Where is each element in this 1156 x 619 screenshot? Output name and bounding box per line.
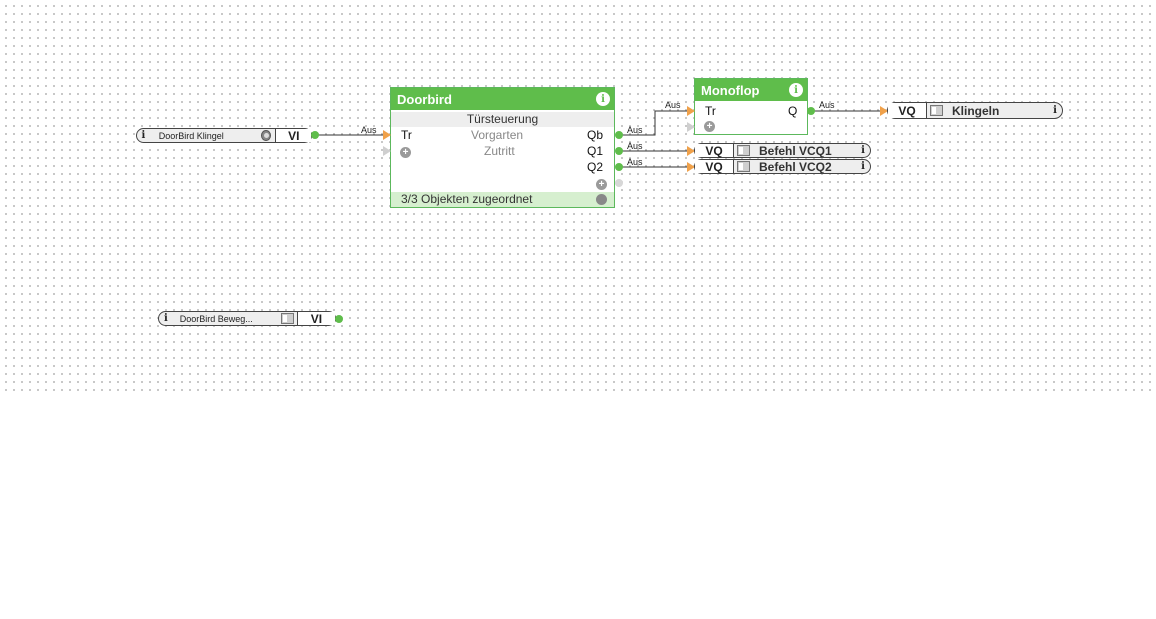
input-port[interactable] <box>880 106 888 116</box>
block-header[interactable]: Monoflop i <box>695 79 807 101</box>
wire-qb-to-monoflop <box>620 110 690 136</box>
info-icon[interactable]: i <box>861 161 865 172</box>
output-port-q[interactable] <box>807 107 815 115</box>
output-port-qb[interactable] <box>615 131 623 139</box>
output-port-q2[interactable] <box>615 163 623 171</box>
block-title: Monoflop <box>701 82 760 98</box>
output-klingeln[interactable]: VQ Klingeln i <box>887 102 1063 119</box>
output-type: VQ <box>888 103 927 118</box>
block-title: Doorbird <box>397 91 452 107</box>
output-label-q2: Q2 <box>587 160 604 174</box>
doorbird-block[interactable]: Doorbird i Türsteuerung Tr Vorgarten Zut… <box>390 87 615 208</box>
output-port-q1[interactable] <box>615 147 623 155</box>
wire-label: Aus <box>627 157 643 167</box>
input-doorbird-klingel[interactable]: i DoorBird Klingel VI <box>136 128 312 143</box>
output-label-q: Q <box>788 104 798 118</box>
add-output-icon[interactable]: + <box>596 179 607 190</box>
input-doorbird-bewegung[interactable]: i DoorBird Beweg... VI <box>158 311 336 326</box>
info-icon[interactable]: i <box>1053 105 1057 116</box>
info-icon[interactable]: i <box>596 92 610 106</box>
output-name: Befehl VCQ2 <box>759 160 832 173</box>
input-port-empty[interactable] <box>383 146 391 156</box>
input-label-tr: Tr <box>705 104 716 118</box>
add-input-icon[interactable]: + <box>704 121 715 132</box>
output-type: VQ <box>695 144 734 158</box>
block-subtitle: Türsteuerung <box>391 112 614 127</box>
input-label-tr: Tr <box>401 128 412 142</box>
input-name: DoorBird Klingel <box>158 130 224 141</box>
flag-icon <box>930 105 943 116</box>
wire-label: Aus <box>665 100 681 110</box>
output-port[interactable] <box>335 315 343 323</box>
output-name: Klingeln <box>952 103 1000 118</box>
info-icon[interactable]: i <box>141 130 146 141</box>
assigned-objects-status: 3/3 Objekten zugeordnet <box>401 192 533 206</box>
connection-wires <box>316 110 881 168</box>
row-zutritt: Zutritt <box>484 144 515 158</box>
info-icon[interactable]: i <box>789 83 803 97</box>
info-icon[interactable]: i <box>861 145 865 156</box>
output-type: VQ <box>695 160 734 174</box>
output-port[interactable] <box>311 131 319 139</box>
output-name: Befehl VCQ1 <box>759 144 832 157</box>
output-befehl-vcq1[interactable]: VQ Befehl VCQ1 i <box>694 143 871 158</box>
logic-canvas[interactable]: Aus Aus Aus Aus Aus Aus i DoorBird Kling… <box>0 0 1156 392</box>
input-port-tr[interactable] <box>383 130 391 140</box>
output-befehl-vcq2[interactable]: VQ Befehl VCQ2 i <box>694 159 871 174</box>
row-vorgarten: Vorgarten <box>471 128 524 142</box>
output-port-empty[interactable] <box>615 179 623 187</box>
block-footer: 3/3 Objekten zugeordnet <box>391 192 614 207</box>
monoflop-block[interactable]: Monoflop i Tr Q + <box>694 78 808 135</box>
output-label-qb: Qb <box>587 128 604 142</box>
block-header[interactable]: Doorbird i <box>391 88 614 110</box>
input-type: VI <box>296 312 335 326</box>
input-port[interactable] <box>687 162 695 172</box>
settings-gear-icon[interactable] <box>596 194 607 205</box>
flag-icon <box>280 313 294 324</box>
input-port-empty[interactable] <box>687 122 695 132</box>
wire-label: Aus <box>627 141 643 151</box>
status-ring-icon <box>261 130 272 141</box>
input-name: DoorBird Beweg... <box>179 313 253 324</box>
flag-icon <box>737 161 750 172</box>
wire-label: Aus <box>361 125 377 135</box>
wire-label: Aus <box>627 125 643 135</box>
output-label-q1: Q1 <box>587 144 604 158</box>
flag-icon <box>737 145 750 156</box>
add-input-icon[interactable]: + <box>400 147 411 158</box>
input-port-tr[interactable] <box>687 106 695 116</box>
input-type: VI <box>275 129 312 143</box>
info-icon[interactable]: i <box>163 313 168 324</box>
input-port[interactable] <box>687 146 695 156</box>
wire-label: Aus <box>819 100 835 110</box>
